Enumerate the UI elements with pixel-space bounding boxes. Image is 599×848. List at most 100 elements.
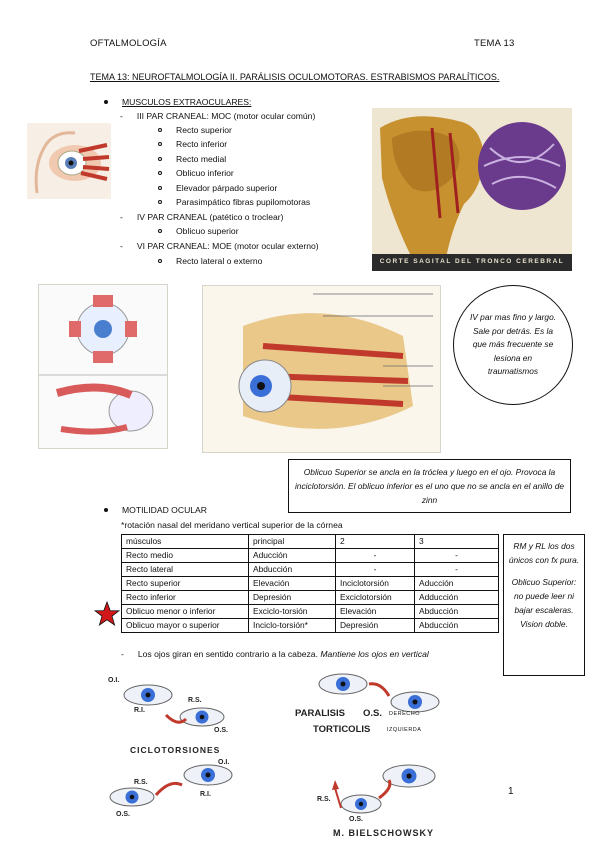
table-cell: - (414, 548, 499, 563)
circle-bullet-icon (158, 185, 162, 190)
table-cell: - (335, 548, 415, 563)
table-cell: Abducción (248, 562, 336, 577)
cyclotorsion-figure: O.I. R.I. R.S. O.S. R.S. O.S. O.I. R.I. … (82, 667, 263, 830)
muscles-heading: MUSCULOS EXTRAOCULARES: (122, 97, 252, 107)
motility-subnote: *rotación nasal del meridano vertical su… (121, 520, 343, 530)
motility-heading: MOTILIDAD OCULAR (122, 505, 207, 515)
motility-section: MOTILIDAD OCULAR (104, 503, 207, 517)
paralisis-os-label: O.S. (363, 708, 383, 719)
table-cell: Recto lateral (121, 562, 249, 577)
table-header-row: músculos principal 2 3 (121, 534, 499, 549)
biel-label: R.S. (317, 796, 331, 803)
motility-table: músculos principal 2 3 Recto medio Aducc… (121, 534, 499, 633)
dash-marker (120, 241, 123, 251)
dash-marker (120, 111, 123, 121)
table-row: Oblicuo menor o inferior Exciclo-torsión… (121, 604, 499, 619)
side-note-p2: Oblicuo Superior: no puede leer ni bajar… (511, 577, 577, 629)
circle-bullet-icon (158, 171, 162, 176)
iv-nerve-note-bubble: IV par mas fino y largo. Sale por detrás… (453, 285, 573, 405)
table-cell: - (414, 562, 499, 577)
table-row: Recto superior Elevación Inciclotorsión … (121, 576, 499, 591)
ciclo-label: R.S. (188, 697, 202, 704)
table-cell: Adducción (414, 590, 499, 605)
list-item: Oblicuo inferior (176, 168, 234, 179)
circle-bullet-icon (158, 229, 162, 233)
table-cell: Recto inferior (121, 590, 249, 605)
table-cell: Elevación (248, 576, 336, 591)
table-cell: Depresión (248, 590, 336, 605)
table-cell: Oblicuo mayor o superior (121, 618, 249, 633)
eyes-rotation-line: Los ojos giran en sentido contrario a la… (121, 647, 429, 661)
dash-marker (121, 649, 124, 659)
table-row: Recto inferior Depresión Exciclotorsión … (121, 590, 499, 605)
orbit-dissection-figure (202, 285, 441, 453)
torticolis-izquierda-label: IZQUIERDA (387, 727, 422, 733)
paralisis-label: PARALISIS (295, 708, 345, 719)
table-header-cell: 2 (335, 534, 415, 549)
table-cell: Oblicuo menor o inferior (121, 604, 249, 619)
page-title: TEMA 13: NEUROFTALMOLOGÍA II. PARÁLISIS … (90, 72, 500, 82)
ciclo-label: R.S. (134, 779, 148, 786)
circle-bullet-icon (158, 142, 162, 147)
circle-bullet-icon (158, 128, 162, 132)
paralisis-derecho-label: DERECHO (389, 711, 421, 717)
list-item: Elevador párpado superior (176, 182, 278, 193)
table-cell: Recto medio (121, 548, 249, 563)
table-cell: - (335, 562, 415, 577)
eyes-rotation-italic: Mantiene los ojos en vertical (320, 649, 429, 659)
brainstem-sagittal-figure: CORTE SAGITAL DEL TRONCO CEREBRAL (372, 108, 572, 271)
eye-muscles-illustration (27, 123, 111, 199)
list-item: Oblicuo superior (176, 226, 239, 236)
nerve4-block: IV PAR CRANEAL (patético o troclear) (120, 210, 284, 224)
nerve3-block: III PAR CRANEAL: MOC (motor ocular común… (120, 109, 315, 123)
eyes-rotation-text: Los ojos giran en sentido contrario a la… (137, 649, 318, 659)
table-row: Recto medio Aducción - - (121, 548, 499, 563)
nerve6-block: VI PAR CRANEAL: MOE (motor ocular extern… (120, 239, 319, 253)
circle-bullet-icon (158, 200, 162, 205)
page-number: 1 (508, 786, 514, 797)
table-cell: Depresión (335, 618, 415, 633)
table-cell: Inciclotorsión (335, 576, 415, 591)
side-note-p1: RM y RL los dos únicos con fx pura. (508, 541, 580, 565)
nerve3-label: III PAR CRANEAL: MOC (motor ocular común… (136, 111, 316, 121)
ciclo-label: O.I. (108, 677, 120, 684)
nerve6-list: Recto lateral o externo (158, 254, 262, 268)
table-cell: Exciclo-torsión (248, 604, 336, 619)
oblique-note-text: Oblicuo Superior se ancla en la tróclea … (294, 467, 565, 505)
table-cell: Exciclotorsión (335, 590, 415, 605)
table-row: Recto lateral Abducción - - (121, 562, 499, 577)
table-cell: Recto superior (121, 576, 249, 591)
header-subject: OFTALMOLOGÍA (90, 38, 167, 49)
biel-label: O.S. (349, 816, 364, 823)
star-icon (93, 600, 121, 627)
paralysis-bielschowsky-figure: PARALISIS O.S. DERECHO TORTICOLIS IZQUIE… (283, 666, 457, 842)
eye-muscle-diagram (38, 284, 168, 449)
ciclo-label: O.S. (214, 727, 229, 734)
dash-marker (120, 212, 123, 222)
bullet-icon (104, 100, 108, 104)
list-item: Recto lateral o externo (176, 256, 263, 266)
circle-bullet-icon (158, 156, 162, 161)
table-cell: Aducción (248, 548, 336, 563)
ciclo-label: R.I. (200, 791, 211, 798)
bullet-icon (104, 508, 108, 512)
list-item: Recto superior (176, 125, 232, 135)
ciclo-label: R.I. (134, 707, 145, 714)
ciclo-label: O.I. (218, 759, 230, 766)
table-cell: Elevación (335, 604, 415, 619)
table-cell: Abducción (414, 618, 499, 633)
ciclo-label: O.S. (116, 811, 131, 818)
torticolis-label: TORTICOLIS (313, 724, 371, 735)
list-item: Parasimpático fibras pupilomotoras (176, 197, 311, 208)
nerve4-list: Oblicuo superior (158, 224, 239, 238)
brainstem-caption: CORTE SAGITAL DEL TRONCO CEREBRAL (379, 258, 565, 265)
table-cell: Abducción (414, 604, 499, 619)
nerve3-list: Recto superior Recto inferior Recto medi… (158, 123, 310, 209)
nerve4-label: IV PAR CRANEAL (patético o troclear) (136, 212, 284, 222)
oblique-note-box: Oblicuo Superior se ancla en la tróclea … (288, 459, 571, 513)
table-header-cell: músculos (121, 534, 249, 549)
table-header-cell: principal (248, 534, 336, 549)
biel-caption: M. BIELSCHOWSKY (333, 828, 435, 838)
circle-bullet-icon (158, 259, 162, 263)
table-cell: Inciclo-torsión* (248, 618, 336, 633)
